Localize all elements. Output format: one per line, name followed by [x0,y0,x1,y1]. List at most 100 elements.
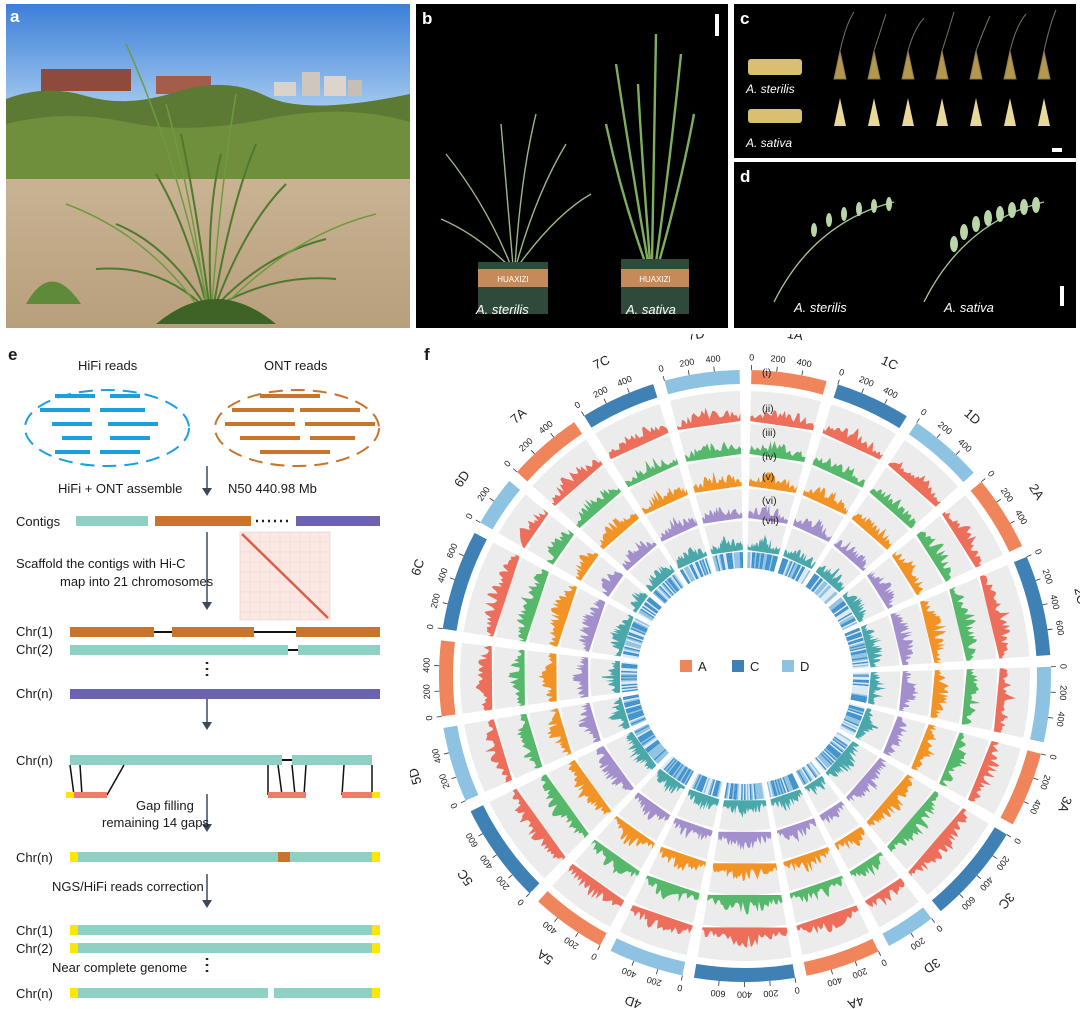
density-heatmap-cell [661,755,673,769]
density-heatmap-cell [668,577,680,592]
ideogram-tick-label: 400 [1048,593,1061,610]
histogram-track [626,731,657,771]
ideogram-tick-label: 200 [421,684,432,700]
panel-label-b: b [422,9,433,28]
telomere-end [70,925,78,935]
telomere-end [372,852,380,862]
density-heatmap-cell [632,622,648,631]
track-label-2: (ii) [762,403,774,415]
histogram-track [624,457,679,488]
density-heatmap-cell [811,577,823,592]
histogram-track [551,459,603,506]
correction-step-label: NGS/HiFi reads correction [52,879,204,894]
histogram-track [833,540,867,572]
ideogram-tick-label: 200 [494,874,511,892]
histogram-track [968,740,999,802]
density-heatmap-cell [789,773,798,789]
density-heatmap-cell [850,695,867,700]
density-heatmap-cell [752,783,755,800]
track-background [574,839,640,898]
density-heatmap-cell [641,735,656,746]
density-heatmap-cell [622,655,639,660]
histogram-track [747,534,781,555]
density-heatmap-cell [707,778,714,795]
histogram-track [776,818,817,843]
histogram-track [630,905,693,935]
histogram-track [546,708,572,756]
density-heatmap-cell [845,631,862,639]
density-heatmap-cell [624,702,641,708]
density-heatmap-cell [850,649,867,655]
ideogram-tick [680,975,683,981]
ideogram-tick [981,478,986,483]
histogram-track [749,472,798,493]
density-heatmap-track [747,552,779,572]
density-heatmap-cell [851,694,868,699]
ideogram-tick [554,917,558,923]
chromosome-name-label: 5D [410,766,424,786]
density-heatmap-cell [622,652,639,657]
density-heatmap-cell [621,678,638,681]
density-heatmap-cell [844,716,861,724]
density-heatmap-cell [847,707,864,714]
density-heatmap-cell [664,758,677,772]
ideogram-band-7C [584,384,658,428]
ideogram-tick-label: 200 [999,486,1016,504]
density-heatmap-cell [654,749,668,762]
ideogram-tick-label: 200 [429,592,442,609]
density-heatmap-cell [715,780,721,797]
ideogram-tick [976,875,982,880]
ideogram-tick-label: 600 [464,831,480,849]
ideogram-tick [525,893,530,898]
density-heatmap-cell [665,579,678,593]
ideogram-tick-label: 200 [770,353,786,365]
density-heatmap-cell [755,552,759,569]
ideogram-tick [662,375,665,381]
density-heatmap-cell [749,783,752,800]
ideogram-tick [492,854,497,859]
density-heatmap-cell [738,552,741,569]
density-heatmap-cell [694,774,703,790]
histogram-track [718,831,772,851]
track-background [851,494,909,550]
density-heatmap-cell [772,556,779,572]
density-heatmap-cell [787,562,796,578]
panel-label-f: f [424,345,430,364]
telomere-fragment [372,792,380,798]
density-heatmap-cell [801,767,812,782]
hifi-reads-ellipse [24,389,190,467]
panel-label-a: a [10,7,20,26]
flow-arrow-head [202,900,212,908]
density-heatmap-cell [639,733,654,743]
histogram-track [596,745,634,791]
density-heatmap-cell [816,756,828,770]
density-heatmap-track [844,627,869,669]
species-label-c-row1: A. sterilis [746,82,795,96]
ideogram-tick-label: 0 [1058,664,1068,669]
ideogram-tick [443,752,449,755]
ideogram-band-2C [1013,556,1051,657]
density-heatmap-cell [656,587,670,601]
histogram-track [866,774,914,827]
track-background [629,547,675,593]
density-heatmap-cell [623,695,640,701]
density-heatmap-cell [621,664,638,668]
density-heatmap-cell [623,696,640,702]
density-heatmap-cell [638,730,653,741]
histogram-track [576,487,622,528]
track-background [891,536,944,596]
density-heatmap-track [795,761,821,786]
histogram-track [568,760,612,815]
density-heatmap-cell [621,676,638,679]
density-heatmap-cell [760,553,765,570]
density-heatmap-cell [759,553,763,570]
density-heatmap-cell [775,779,782,795]
density-heatmap-cell [624,643,641,649]
density-heatmap-cell [655,588,669,602]
scale-bar-d [1060,286,1064,306]
density-heatmap-cell [621,666,638,669]
track-background [888,440,959,507]
density-heatmap-cell [643,738,658,750]
